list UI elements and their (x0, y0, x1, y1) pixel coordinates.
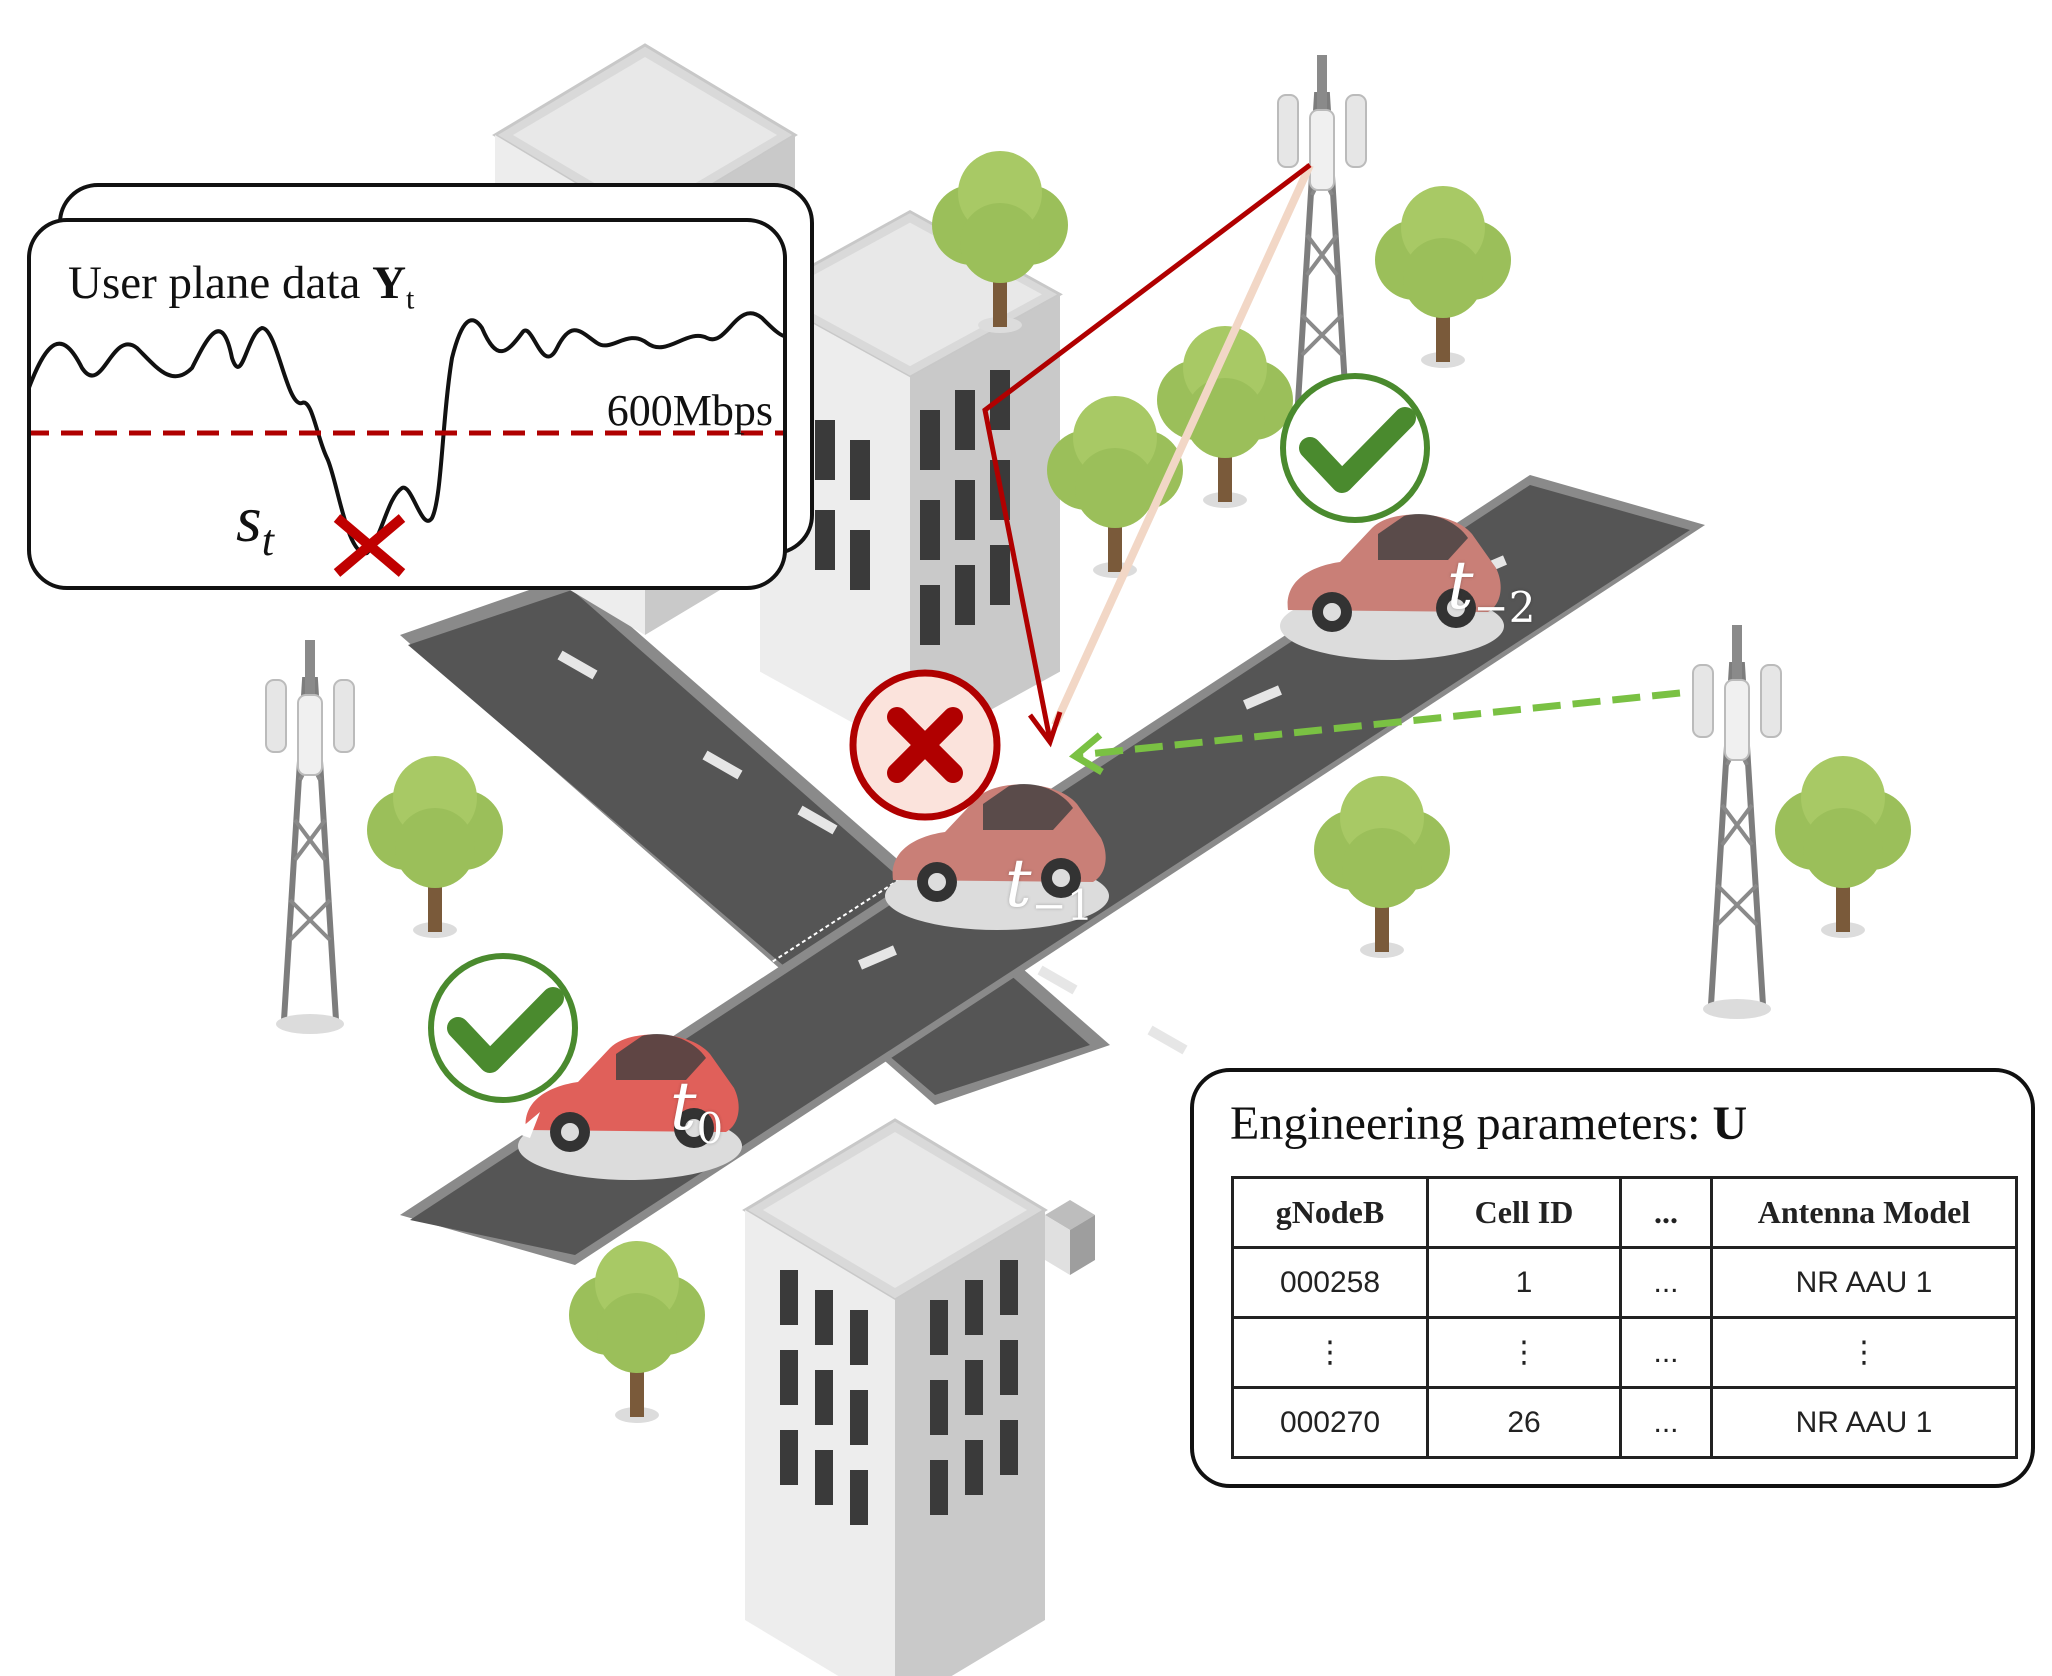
table-cell: ... (1619, 1386, 1713, 1459)
t0-subscript: 0 (696, 1104, 724, 1154)
threshold-label: 600Mbps (606, 386, 773, 435)
table-row: 000258 1 ... NR AAU 1 (1231, 1246, 2018, 1319)
col-header: Antenna Model (1710, 1176, 2018, 1249)
dip-x-mark-icon (333, 514, 406, 577)
label-t-minus-2: t−2 (1447, 547, 1535, 632)
cell-tower-icon (266, 640, 354, 1034)
link-tower-to-car (1051, 163, 1314, 727)
engineering-panel: Engineering parameters: U gNodeB Cell ID… (1190, 1068, 2035, 1488)
throughput-title-text: User plane data (68, 257, 373, 309)
engineering-title: Engineering parameters: U (1230, 1096, 1747, 1151)
check-circle-icon (428, 953, 578, 1103)
label-t-minus-1: t−1 (1005, 845, 1093, 930)
engineering-title-symbol: U (1712, 1097, 1748, 1150)
tree-icon (569, 1241, 705, 1423)
table-cell: 26 (1426, 1386, 1622, 1459)
table-cell: NR AAU 1 (1710, 1246, 2018, 1319)
table-cell: ... (1619, 1246, 1713, 1319)
table-cell: 000258 (1231, 1246, 1429, 1319)
table-cell: NR AAU 1 (1710, 1386, 2018, 1459)
handover-arrowhead (1068, 732, 1104, 776)
table-cell: ⋮ (1426, 1316, 1622, 1389)
t0-symbol: t (670, 1068, 697, 1145)
col-header: gNodeB (1231, 1176, 1429, 1249)
label-t0: t0 (670, 1068, 723, 1153)
table-cell: 000270 (1231, 1386, 1429, 1459)
cell-tower-icon (1693, 625, 1781, 1019)
t-minus-2-subscript: −2 (1473, 583, 1536, 633)
t-minus-1-symbol: t (1005, 845, 1032, 922)
table-row: ⋮ ⋮ ... ⋮ (1231, 1316, 2018, 1389)
table-cell: ⋮ (1710, 1316, 2018, 1389)
throughput-title-symbol: Y (372, 257, 407, 309)
table-header-row: gNodeB Cell ID ... Antenna Model (1231, 1176, 2018, 1249)
check-circle-icon (1280, 373, 1430, 523)
table-row: 000270 26 ... NR AAU 1 (1231, 1386, 2018, 1459)
col-header: Cell ID (1426, 1176, 1622, 1249)
handover-link (1077, 689, 1681, 759)
kiosk (1045, 1200, 1095, 1275)
table-cell: ... (1619, 1316, 1713, 1389)
dip-sample-symbol: s (236, 483, 262, 556)
dip-sample-label: st (236, 482, 274, 566)
direction-arrow-icon (515, 1112, 540, 1138)
failed-link (982, 163, 1312, 741)
t-minus-2-symbol: t (1447, 547, 1474, 624)
x-circle-icon (849, 669, 1001, 821)
table-cell: 1 (1426, 1246, 1622, 1319)
tree-icon (1375, 186, 1511, 368)
tree-icon (1775, 756, 1911, 938)
throughput-title-subscript: t (406, 282, 415, 316)
failed-link-arrowhead (1027, 711, 1063, 748)
tree-icon (1314, 776, 1450, 958)
engineering-table: gNodeB Cell ID ... Antenna Model 000258 … (1231, 1176, 2018, 1459)
tree-icon (367, 756, 503, 938)
throughput-panel: User plane data Yt 600Mbps st (27, 218, 787, 590)
col-header: ... (1619, 1176, 1713, 1249)
throughput-waveform (31, 311, 783, 577)
table-cell: ⋮ (1231, 1316, 1429, 1389)
throughput-title: User plane data Yt (68, 256, 414, 316)
building-bottom (743, 1118, 1047, 1676)
t-minus-1-subscript: −1 (1031, 881, 1094, 931)
dip-sample-subscript: t (261, 516, 274, 566)
engineering-title-text: Engineering parameters: (1230, 1097, 1713, 1150)
